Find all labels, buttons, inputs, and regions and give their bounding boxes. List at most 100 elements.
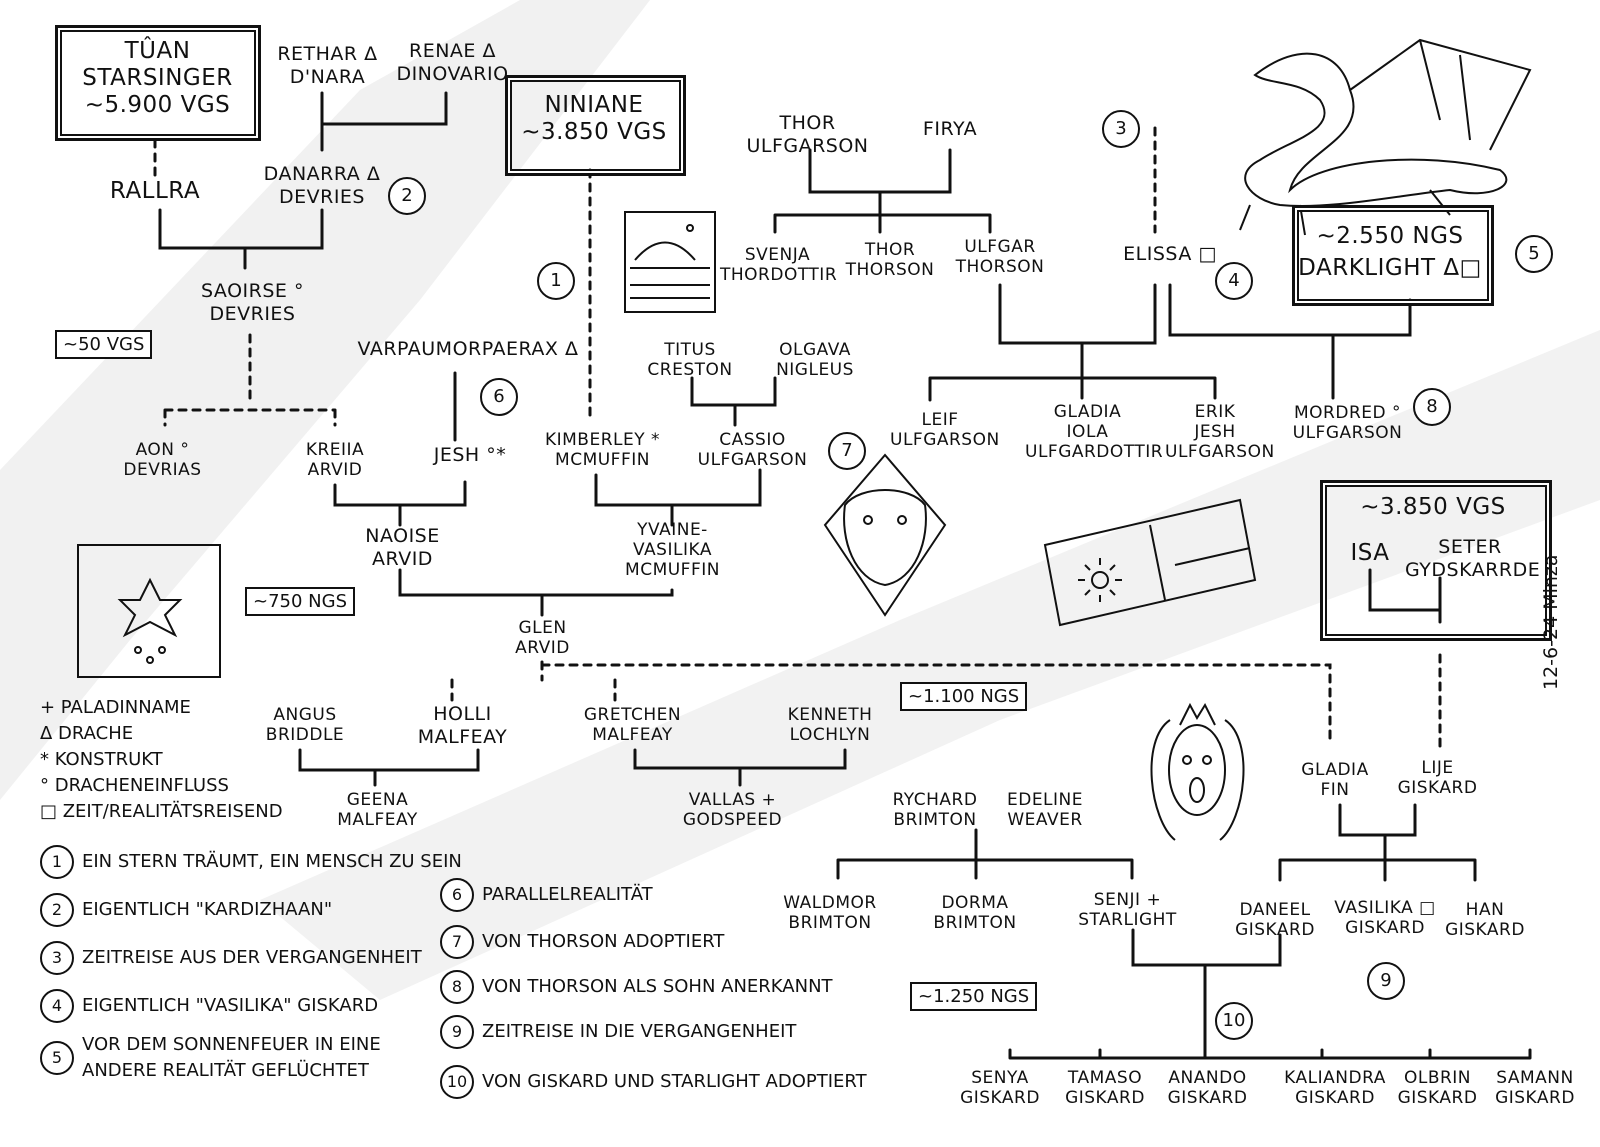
person-gretchen-malfeay: Gretchen Malfeay bbox=[583, 705, 682, 745]
person-lije-giskard: Lije Giskard bbox=[1397, 758, 1478, 798]
darklight-box bbox=[1292, 205, 1494, 306]
era-isa-seter: ~3.850 VGS bbox=[1360, 494, 1506, 520]
line-isa-seter bbox=[1368, 568, 1442, 624]
line-titus-olgava bbox=[690, 376, 777, 427]
footnote-text: Ein Stern träumt, ein Mensch zu sein bbox=[82, 851, 462, 872]
footnote-2: 2Eigentlich "Kardizhaan" bbox=[40, 893, 332, 927]
footnote-text: Vor dem Sonnenfeuer in eine andere Reali… bbox=[82, 1034, 381, 1081]
person-vasilika-giskard: Vasilika □ Giskard bbox=[1334, 898, 1436, 938]
marker-7: 7 bbox=[828, 432, 866, 470]
line-senji-daneel bbox=[1008, 928, 1532, 1060]
person-senji-starlight: Senji + Starlight bbox=[1078, 890, 1177, 930]
footnote-text: Von Thorson als Sohn anerkannt bbox=[482, 976, 833, 997]
person-angus-briddle: Angus Briddle bbox=[265, 705, 345, 745]
person-kimberley-mcmuffin: Kimberley * McMuffin bbox=[544, 430, 661, 470]
person-thor-ulfgarson: Thor Ulfgarson bbox=[746, 112, 869, 157]
person-glen-arvid: Glen Arvid bbox=[515, 618, 570, 658]
footnote-8: 8 Von Thorson als Sohn anerkannt bbox=[440, 970, 833, 1004]
person-tamaso-giskard: Tamaso Giskard bbox=[1065, 1068, 1145, 1108]
line-thor-firya bbox=[773, 148, 992, 234]
era-750-ngs: ~750 NGS bbox=[245, 587, 355, 616]
marker-2: 2 bbox=[388, 177, 426, 215]
star-banner-drawing bbox=[77, 544, 221, 678]
person-leif-ulfgarson: Leif Ulfgarson bbox=[890, 410, 1000, 450]
legend-drache: Δ Drache bbox=[40, 723, 134, 744]
person-varpaumorpaerax: Varpaumorpaerax Δ bbox=[357, 338, 579, 360]
person-titus-creston: Titus Creston bbox=[647, 340, 733, 380]
person-olbrin-giskard: Olbrin Giskard bbox=[1397, 1068, 1478, 1108]
person-mordred-ulfgarson: Mordred ° Ulfgarson bbox=[1292, 403, 1403, 443]
line-gretchen-kenneth bbox=[633, 748, 847, 787]
person-seter-gydskarrde: Seter Gydskarrde bbox=[1405, 536, 1541, 581]
person-jesh: Jesh °* bbox=[433, 444, 507, 466]
person-gladia-fin: Gladia Fin bbox=[1301, 760, 1369, 800]
person-ulfgar-thorson: Ulfgar Thorson bbox=[955, 237, 1045, 277]
tuan-box bbox=[55, 25, 261, 141]
person-niniane: Niniane ~3.850 VGS bbox=[521, 92, 667, 145]
line-rethar-renae bbox=[320, 91, 448, 152]
marker-9: 9 bbox=[1367, 962, 1405, 1000]
footnote-number: 3 bbox=[40, 941, 74, 975]
background-band-lower bbox=[260, 330, 1600, 1000]
line-saoirse-children bbox=[163, 333, 337, 427]
mask-drawing bbox=[823, 453, 947, 617]
person-kreiia-arvid: Kreiia Arvid bbox=[305, 440, 365, 480]
footnote-number: 7 bbox=[440, 925, 474, 959]
legend-dracheneinfluss: ° Dracheneinfluss bbox=[40, 775, 229, 796]
line-rychard-edeline bbox=[836, 828, 1134, 880]
person-vallas-godspeed: Vallas + Godspeed bbox=[682, 790, 783, 830]
footnote-9: 9 Zeitreise in die Vergangenheit bbox=[440, 1015, 796, 1049]
dragon-drawing bbox=[1239, 38, 1532, 236]
footnote-4: 4Eigentlich "Vasilika" Giskard bbox=[40, 989, 378, 1023]
sunset-sign-drawing bbox=[624, 211, 716, 313]
footnote-text: Zeitreise in die Vergangenheit bbox=[482, 1021, 797, 1042]
person-olgava-nigleus: Olgava Nigleus bbox=[776, 340, 854, 380]
person-edeline-weaver: Edeline Weaver bbox=[1006, 790, 1083, 830]
marker-10: 10 bbox=[1215, 1002, 1253, 1040]
person-cassio-ulfgarson: Cassio Ulfgarson bbox=[697, 430, 808, 470]
line-naoise-yvaine bbox=[398, 568, 674, 617]
sun-flag-drawing bbox=[1043, 498, 1257, 627]
line-rallra-danarra bbox=[158, 208, 324, 270]
person-anando-giskard: Anando Giskard bbox=[1167, 1068, 1248, 1108]
marker-6: 6 bbox=[480, 378, 518, 416]
footnote-text: Von Thorson adoptiert bbox=[482, 931, 725, 952]
footnote-number: 9 bbox=[440, 1015, 474, 1049]
footnote-10: 10 Von Giskard und Starlight adoptiert bbox=[440, 1065, 867, 1099]
footnote-number: 6 bbox=[440, 878, 474, 912]
footnote-text: Eigentlich "Kardizhaan" bbox=[82, 899, 333, 920]
person-saoirse-devries: Saoirse ° Devries bbox=[201, 280, 304, 325]
person-rethar-dnara: Rethar Δ D'Nara bbox=[277, 43, 378, 88]
era-1250-ngs: ~1.250 NGS bbox=[910, 982, 1038, 1011]
footnote-text: Parallelrealität bbox=[482, 884, 653, 905]
person-thor-thorson: Thor Thorson bbox=[845, 240, 935, 280]
person-geena-malfeay: Geena Malfeay bbox=[337, 790, 418, 830]
marker-1: 1 bbox=[537, 262, 575, 300]
footnote-number: 1 bbox=[40, 845, 74, 879]
line-ulfgar-elissa bbox=[928, 283, 1217, 402]
footnote-number: 10 bbox=[440, 1065, 474, 1099]
line-kimberley-cassio bbox=[594, 468, 762, 527]
era-50-vgs: ~50 VGS bbox=[55, 330, 153, 359]
person-isa: Isa bbox=[1350, 540, 1390, 566]
era-1100-ngs: ~1.100 NGS bbox=[900, 682, 1028, 711]
person-kenneth-lochlyn: Kenneth Lochlyn bbox=[787, 705, 873, 745]
person-naoise-arvid: Naoise Arvid bbox=[365, 525, 440, 570]
footnote-7: 7 Von Thorson adoptiert bbox=[440, 925, 724, 959]
footnote-3: 3Zeitreise aus der Vergangenheit bbox=[40, 941, 422, 975]
isa-seter-box bbox=[1320, 480, 1552, 641]
footnote-6: 6 Parallelrealität bbox=[440, 878, 653, 912]
person-yvaine-vasilika-mcmuffin: Yvaine- Vasilika McMuffin bbox=[625, 520, 720, 580]
line-kreiia-jesh bbox=[333, 480, 467, 527]
footnote-1: 1 Ein Stern träumt, ein Mensch zu sein bbox=[40, 845, 462, 879]
footnote-number: 8 bbox=[440, 970, 474, 1004]
footnote-text: Eigentlich "Vasilika" Giskard bbox=[82, 995, 379, 1016]
footnote-text: Von Giskard und Starlight adoptiert bbox=[482, 1071, 867, 1092]
person-senya-giskard: Senya Giskard bbox=[960, 1068, 1040, 1108]
person-renae-dinovario: Renae Δ Dinovario bbox=[396, 40, 509, 85]
niniane-box bbox=[505, 75, 686, 176]
person-darklight: ~2.550 NGS Darklight Δ□ bbox=[1298, 223, 1482, 281]
screaming-face-drawing bbox=[1150, 702, 1245, 841]
